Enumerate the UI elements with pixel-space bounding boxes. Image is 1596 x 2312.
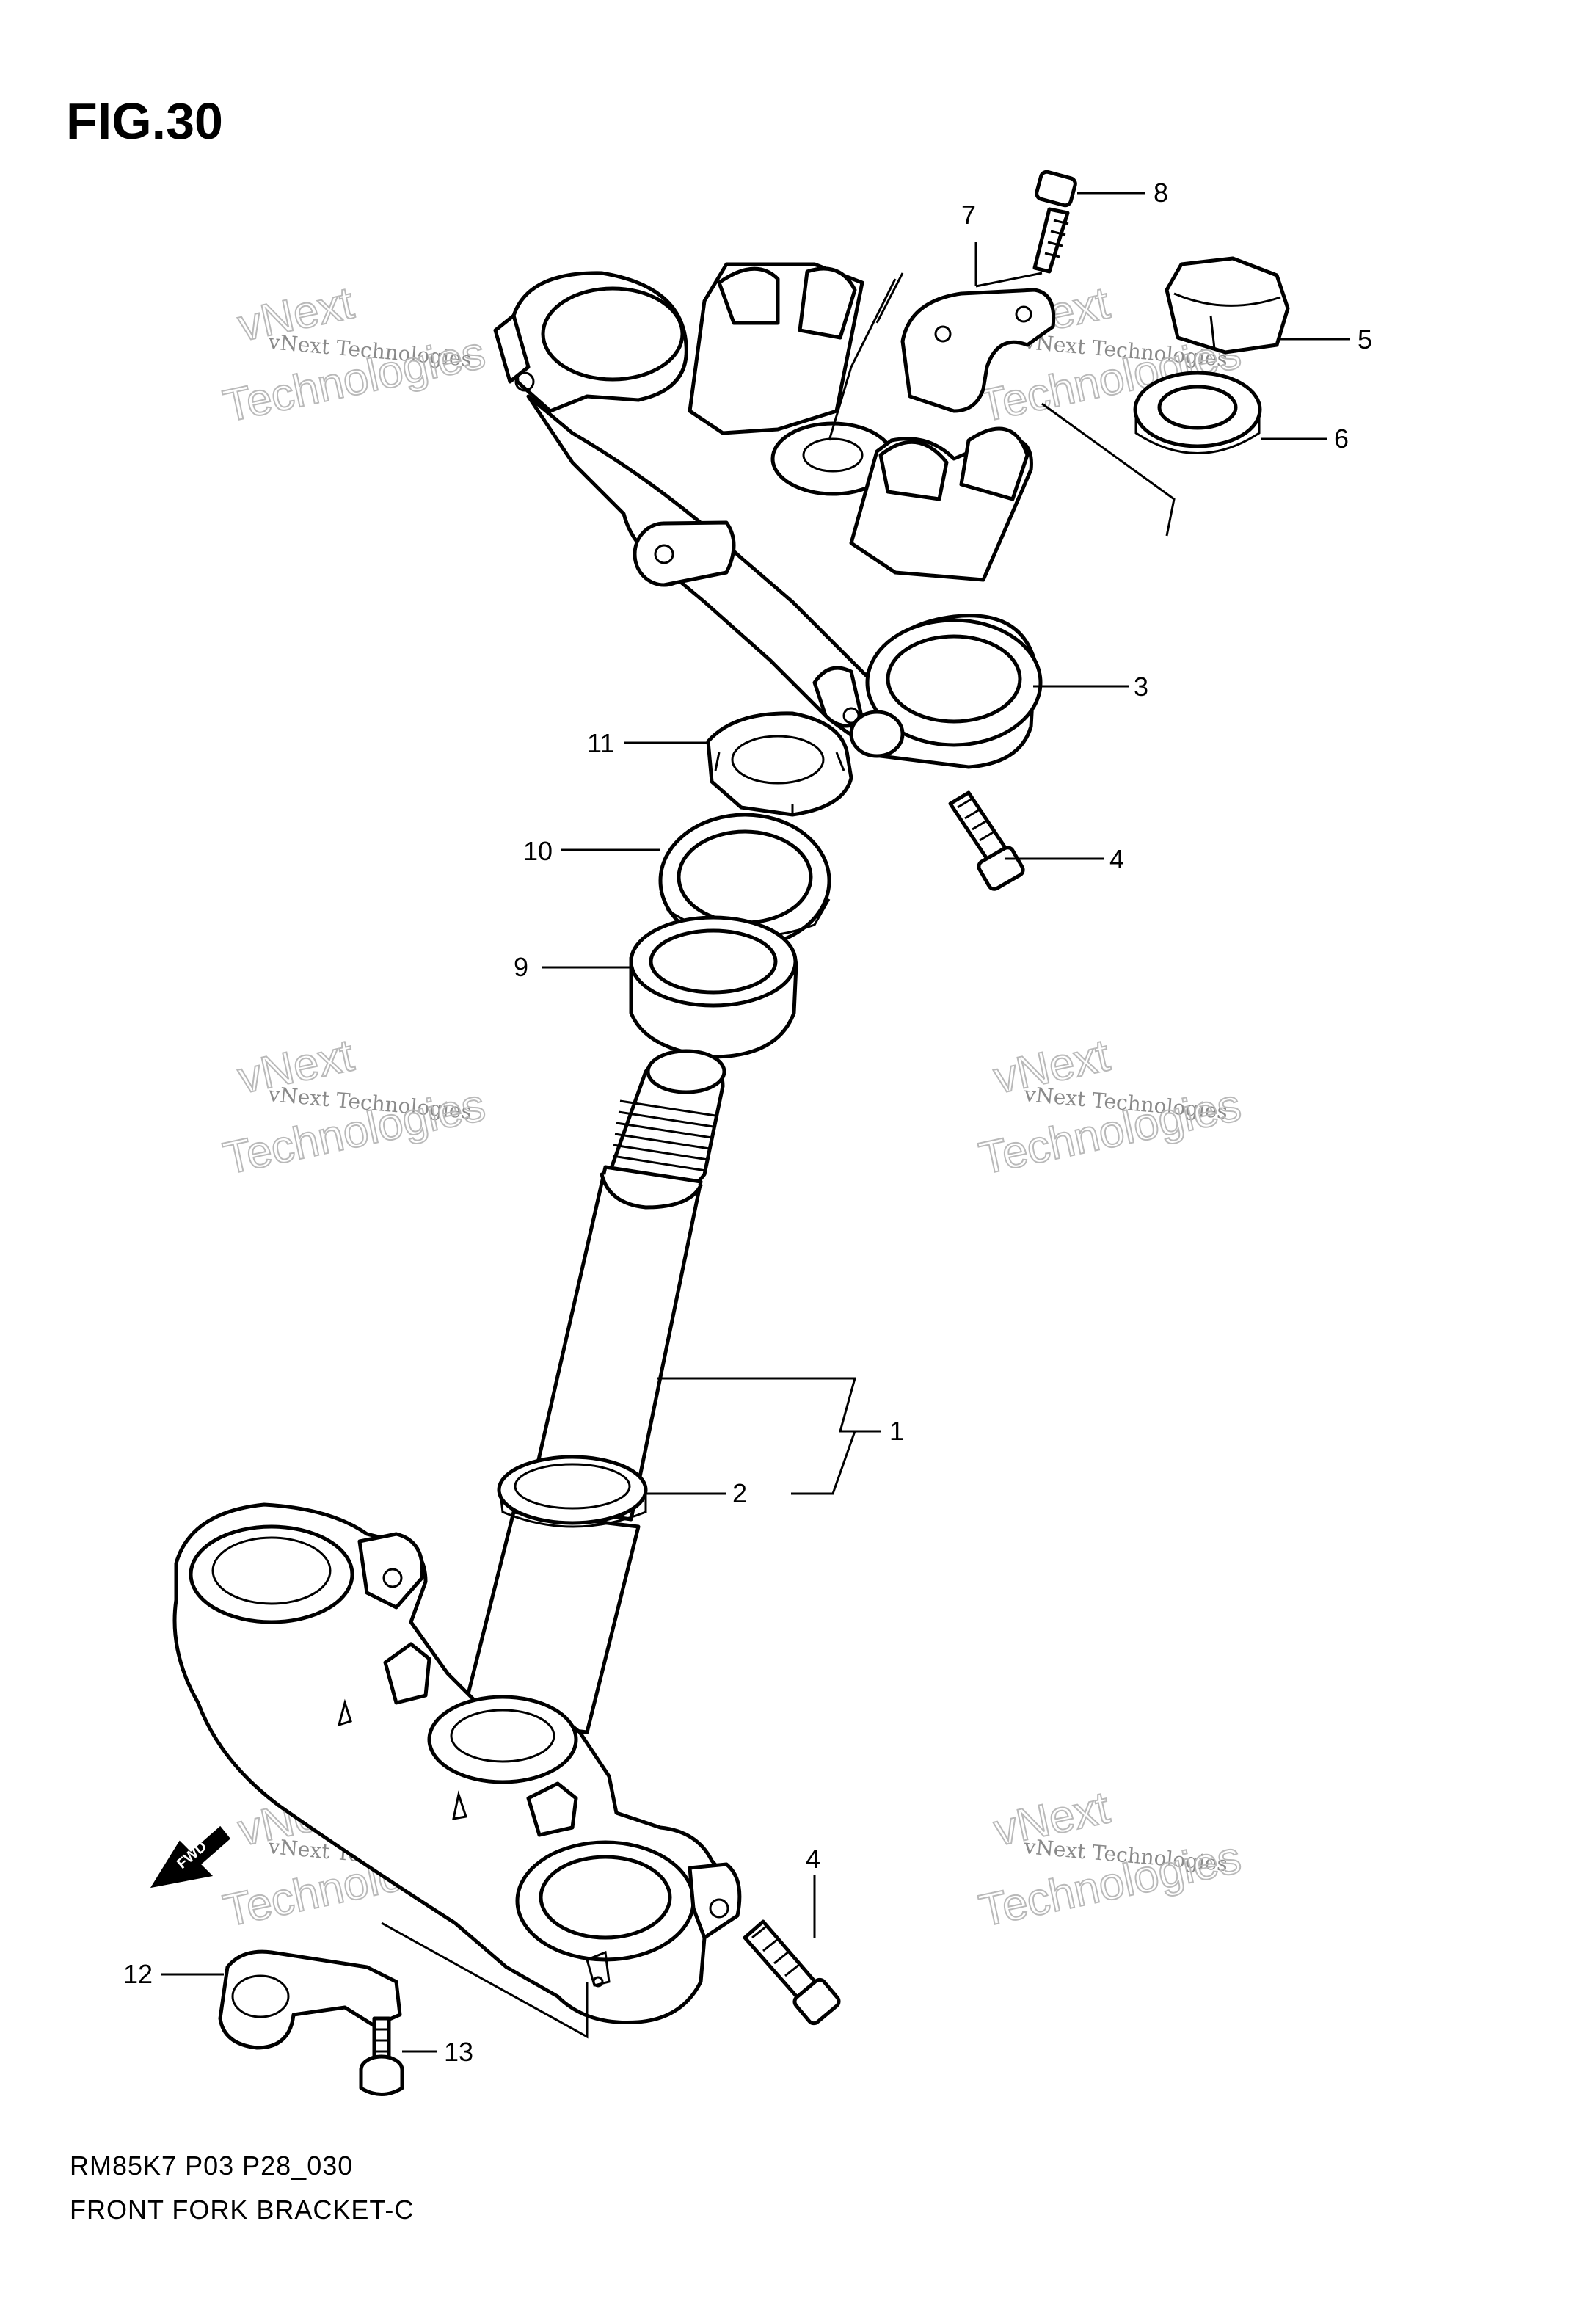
part-10-dust-seal xyxy=(658,813,831,949)
callout-13: 13 xyxy=(444,2037,473,2067)
part-9-bearing xyxy=(629,915,798,1059)
callout-2: 2 xyxy=(732,1478,747,1508)
callout-7: 7 xyxy=(961,200,976,230)
callout-1: 1 xyxy=(889,1416,904,1446)
diagram-name: FRONT FORK BRACKET-C xyxy=(70,2195,415,2225)
callout-3: 3 xyxy=(1134,672,1148,702)
part-7-handlebar-clamp xyxy=(900,288,1056,413)
callout-4-upper: 4 xyxy=(1109,844,1124,874)
callout-6: 6 xyxy=(1334,423,1349,454)
part-8-bolt xyxy=(1032,170,1077,274)
watermark-middle-right: vNext vNext Technologies Technologies xyxy=(974,1029,1246,1185)
callout-4-lower: 4 xyxy=(806,1844,820,1874)
callout-labels: 8 7 5 6 3 4 11 10 9 1 2 4 12 13 xyxy=(123,178,1372,2067)
part-4-lower-bolt xyxy=(743,1919,841,2026)
part-5-cap-nut xyxy=(1165,256,1290,355)
part-1-stem-lower-bracket xyxy=(172,1049,742,2025)
callout-11: 11 xyxy=(587,728,614,758)
diagram-code: RM85K7 P03 P28_030 xyxy=(70,2151,354,2181)
callout-12: 12 xyxy=(123,1959,153,1989)
callout-8: 8 xyxy=(1154,178,1168,208)
part-3-upper-bracket xyxy=(493,262,1176,769)
callout-9: 9 xyxy=(514,952,528,982)
part-2-stem-seal xyxy=(497,1455,648,1528)
watermark-top-left: vNext vNext Technologies Technologies xyxy=(219,277,490,432)
part-4-upper-bolt xyxy=(948,790,1025,891)
part-6-washer xyxy=(1133,371,1262,454)
figure-title: FIG.30 xyxy=(66,92,223,150)
part-11-stem-nut xyxy=(706,711,853,817)
part-13-screw xyxy=(359,2016,404,2096)
watermark-bottom-right: vNext vNext Technologies Technologies xyxy=(974,1781,1246,1937)
leader-lines xyxy=(161,192,1350,2053)
callout-10: 10 xyxy=(523,836,553,866)
callout-5: 5 xyxy=(1358,324,1372,355)
watermark-middle-left: vNext vNext Technologies Technologies xyxy=(219,1029,490,1185)
fwd-direction-arrow: FWD xyxy=(150,1825,231,1889)
part-12-hose-clamp xyxy=(218,1949,402,2050)
